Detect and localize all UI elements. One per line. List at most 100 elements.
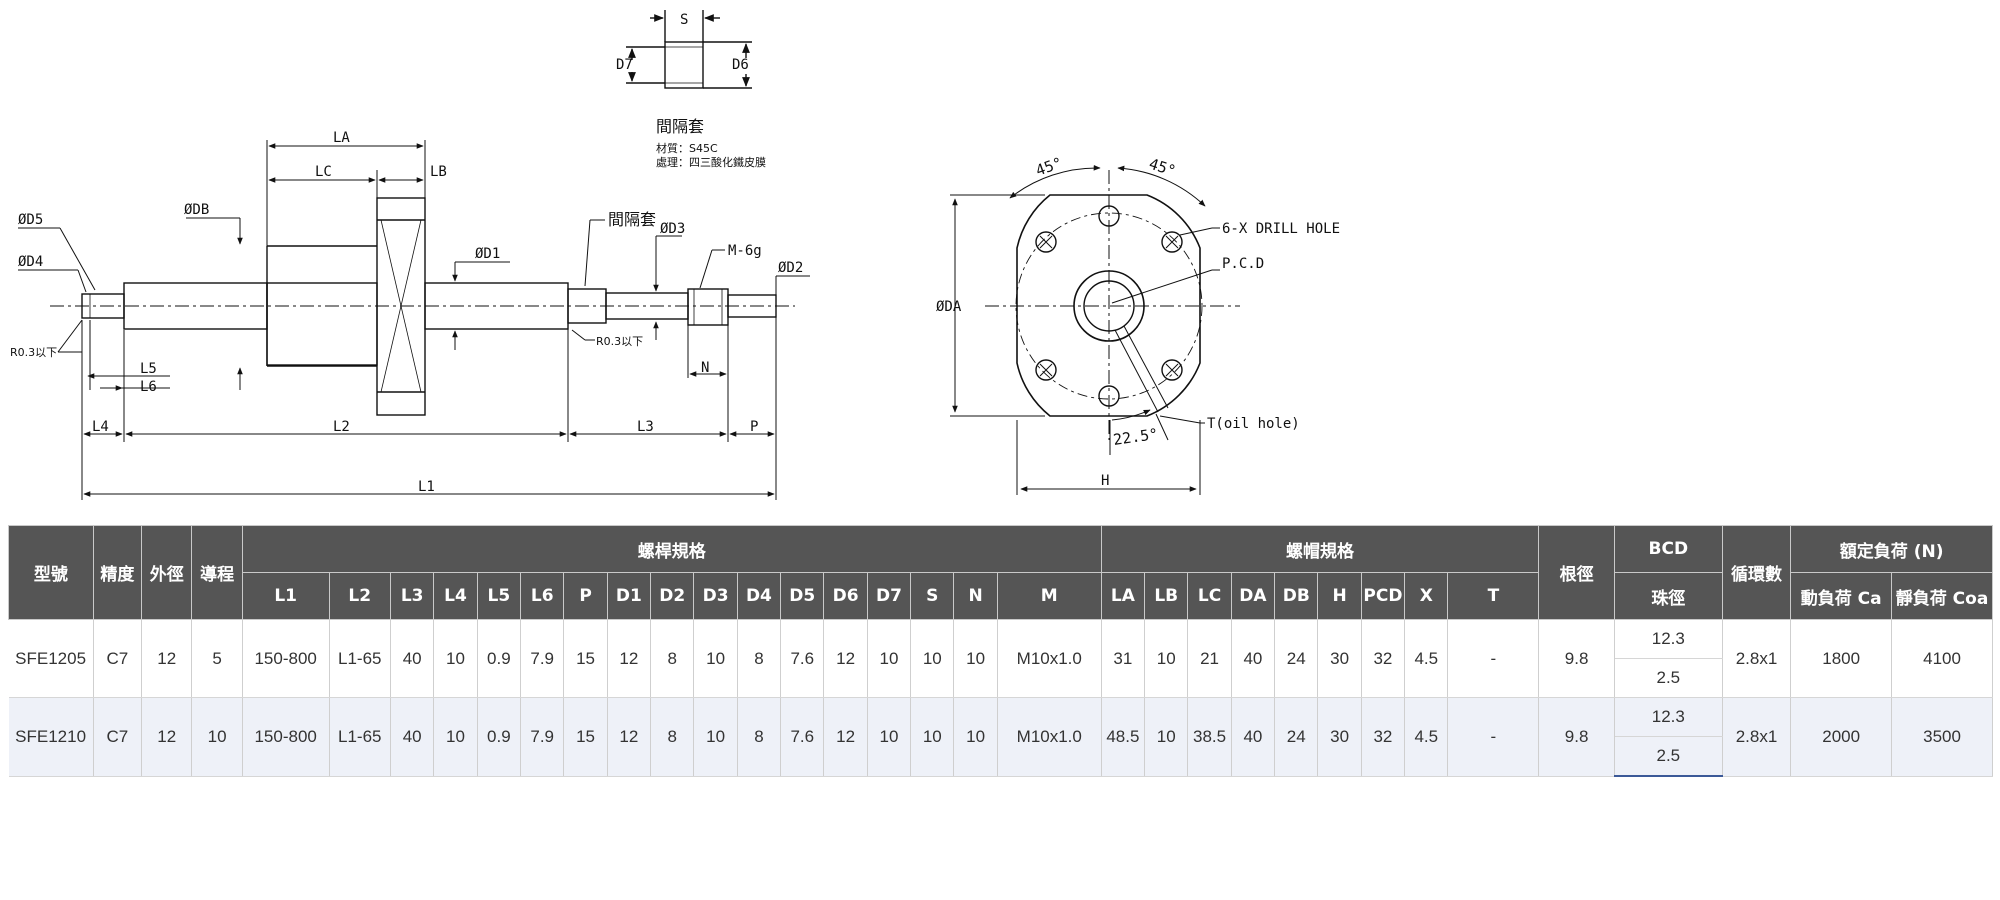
th-nut-da: DA [1230, 572, 1276, 620]
cell-nut-h: 30 [1317, 697, 1362, 777]
spacer-treatment: 處理：四三酸化鐵皮膜 [656, 155, 766, 169]
dim-D6: D6 [732, 57, 749, 73]
cell-nut-db: 24 [1274, 697, 1319, 777]
th-nut-lc: LC [1187, 572, 1232, 620]
cell-lead: 10 [191, 697, 243, 777]
cell-screw-d7: 10 [867, 619, 912, 698]
th-screw-l4: L4 [433, 572, 478, 620]
cell-screw-l3: 40 [390, 619, 435, 698]
cell-cycles: 2.8x1 [1722, 697, 1792, 777]
cell-model: SFE1210 [8, 697, 94, 777]
cell-screw-d3: 10 [693, 697, 738, 777]
dim-L3: L3 [637, 419, 654, 435]
cell-nut-la: 48.5 [1101, 697, 1146, 777]
dim-LB: LB [430, 164, 447, 180]
cell-screw-d7: 10 [867, 697, 912, 777]
dim-L6: L6 [140, 379, 157, 395]
th-screw-d5: D5 [780, 572, 825, 620]
spacer-material: 材質：S45C [656, 141, 718, 155]
angle-right: 45° [1147, 155, 1178, 180]
cell-nut-pcd: 32 [1361, 619, 1406, 698]
dim-D3: ØD3 [660, 221, 685, 237]
cell-nut-t: - [1447, 697, 1540, 777]
table-row-sub: 2.5 [9, 658, 1993, 698]
cell-nut-x: 4.5 [1404, 697, 1449, 777]
th-screw-l5: L5 [476, 572, 522, 620]
cell-screw-d2: 8 [650, 697, 695, 777]
cell-screw-p: 15 [563, 619, 608, 698]
cell-nut-h: 30 [1317, 619, 1362, 698]
dim-L2: L2 [333, 419, 350, 435]
dim-DA: ØDA [936, 299, 962, 315]
cell-bcd: 12.3 [1614, 619, 1723, 659]
dim-S: S [680, 12, 688, 28]
cell-od: 12 [141, 619, 193, 698]
cell-nut-da: 40 [1231, 697, 1276, 777]
cell-screw-d5: 7.6 [780, 697, 825, 777]
angle-left: 45° [1033, 154, 1065, 180]
cell-nut-la: 31 [1101, 619, 1146, 698]
th-static: 靜負荷 Coa [1891, 572, 1993, 620]
dim-H: H [1101, 473, 1109, 489]
radius-right: R0.3以下 [596, 335, 643, 348]
cell-screw-m: M10x1.0 [997, 619, 1102, 698]
cell-od: 12 [141, 697, 193, 777]
cell-nut-lc: 21 [1187, 619, 1232, 698]
cell-screw-d6: 12 [823, 697, 868, 777]
cell-nut-da: 40 [1231, 619, 1276, 698]
th-screw-spec: 螺桿規格 [241, 525, 1102, 573]
th-screw-l6: L6 [520, 572, 565, 620]
dim-D7: D7 [616, 57, 633, 73]
cell-lead: 5 [191, 619, 243, 698]
th-dynamic: 動負荷 Ca [1790, 572, 1893, 620]
dim-D4: ØD4 [18, 254, 43, 270]
cell-screw-p: 15 [563, 697, 608, 777]
nut-front-view [985, 170, 1240, 440]
th-nut-spec: 螺帽規格 [1100, 525, 1540, 573]
th-screw-n: N [953, 572, 998, 620]
cell-nut-x: 4.5 [1404, 619, 1449, 698]
cell-screw-l2: L1-65 [329, 697, 392, 777]
cell-screw-l5: 0.9 [477, 697, 522, 777]
th-model: 型號 [8, 525, 94, 620]
radius-left: R0.3以下 [10, 346, 57, 359]
cell-nut-pcd: 32 [1361, 697, 1406, 777]
th-screw-d1: D1 [606, 572, 652, 620]
th-root-dia: 根徑 [1538, 525, 1615, 620]
th-screw-d2: D2 [650, 572, 695, 620]
dim-D2: ØD2 [778, 260, 803, 276]
table-row-sub: 2.5 [9, 736, 1993, 777]
th-screw-d6: D6 [823, 572, 868, 620]
cell-screw-d1: 12 [607, 697, 652, 777]
th-screw-m: M [996, 572, 1102, 620]
dim-LC: LC [315, 164, 332, 180]
th-nut-la: LA [1100, 572, 1146, 620]
cell-cycles: 2.8x1 [1722, 619, 1792, 698]
dim-M: M-6g [728, 243, 762, 259]
dim-L1: L1 [418, 479, 435, 495]
cell-screw-n: 10 [953, 697, 998, 777]
cell-static: 3500 [1891, 697, 1993, 777]
cell-ball-dia: 2.5 [1614, 736, 1723, 777]
cell-nut-lb: 10 [1144, 697, 1189, 777]
cell-dynamic: 2000 [1790, 697, 1893, 777]
cell-screw-l4: 10 [433, 697, 478, 777]
spacer-title: 間隔套 [656, 117, 704, 136]
th-ball-dia: 珠徑 [1613, 572, 1723, 620]
cell-screw-d1: 12 [607, 619, 652, 698]
spacer-sleeve-view [626, 10, 752, 89]
th-rated-load: 額定負荷 (N) [1790, 525, 1993, 573]
spec-table: 型號 精度 外徑 導程 螺桿規格 螺帽規格 根徑 BCD 循環數 額定負荷 (N… [8, 525, 1993, 777]
cell-screw-m: M10x1.0 [997, 697, 1102, 777]
th-nut-db: DB [1274, 572, 1319, 620]
cell-screw-d5: 7.6 [780, 619, 825, 698]
th-nut-x: X [1404, 572, 1449, 620]
cell-screw-s: 10 [910, 619, 955, 698]
th-cycles: 循環數 [1721, 525, 1792, 620]
cell-root-dia: 9.8 [1538, 619, 1615, 698]
cell-model: SFE1205 [8, 619, 94, 698]
cell-nut-lb: 10 [1144, 619, 1189, 698]
drill-hole-note: 6-X DRILL HOLE [1222, 221, 1340, 237]
